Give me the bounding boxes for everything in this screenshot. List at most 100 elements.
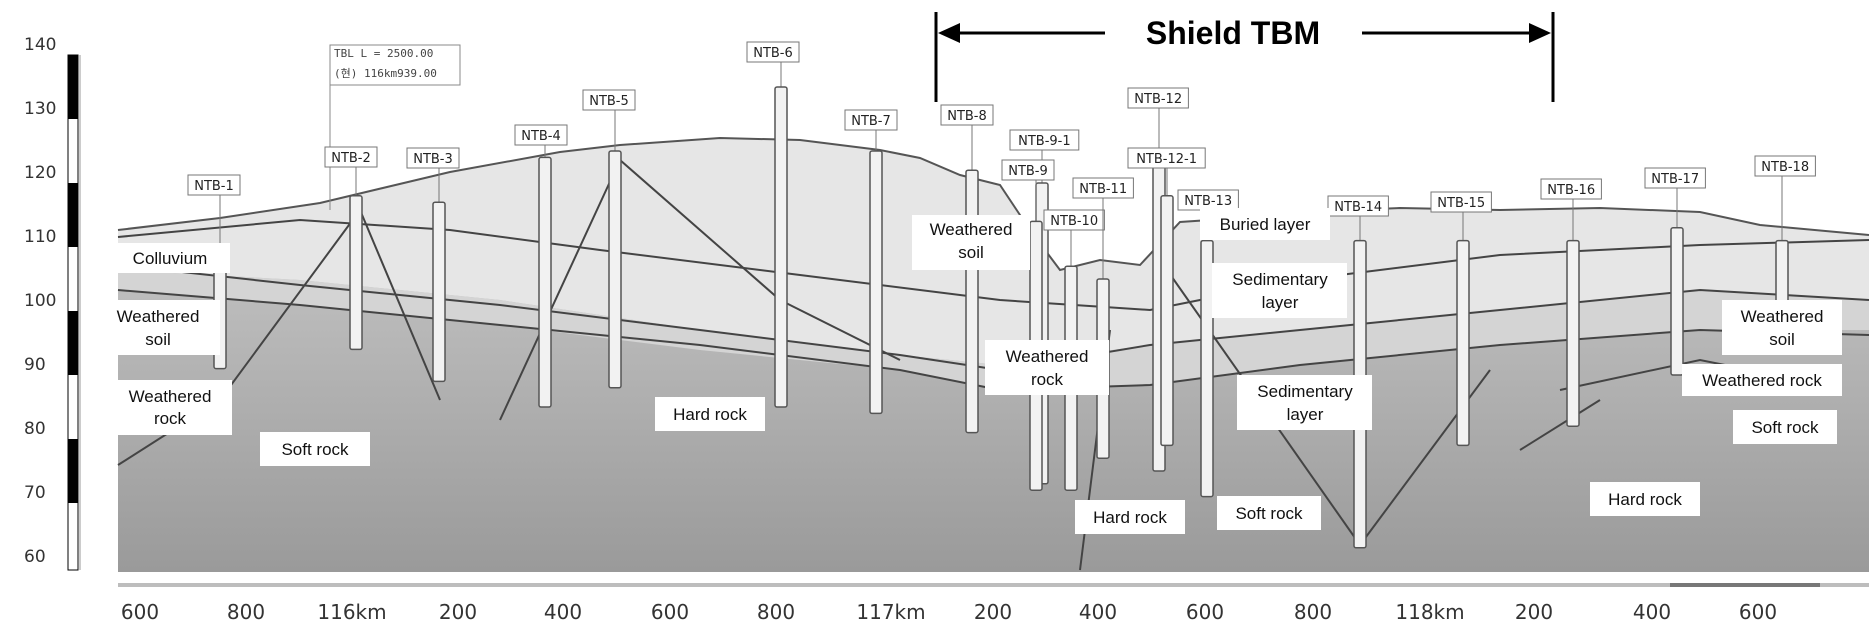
borehole-tag-box [1127,147,1206,169]
x-tick-13: 200 [1515,600,1553,624]
borehole-ntb-4: NTB-4 [514,124,568,408]
borehole-tag-box [1430,191,1492,213]
borehole-tag-box [746,41,800,63]
y-tick-80: 80 [24,419,46,439]
borehole-tag: NTB-14 [1334,200,1382,215]
borehole-shaft [965,169,979,434]
svg-text:Colluvium: Colluvium [133,249,208,268]
borehole-shaft [1566,239,1580,427]
x-tick-15: 600 [1739,600,1777,624]
borehole-ntb-7: NTB-7 [844,109,898,415]
borehole-tag-box [324,146,378,168]
y-tick-70: 70 [24,483,46,503]
svg-text:Weathered: Weathered [930,220,1013,239]
x-tick-4: 400 [544,600,582,624]
label-buried-layer: Buried layer [1200,208,1330,240]
x-tick-3: 200 [439,600,477,624]
note-line-1: TBL L = 2500.00 [334,47,433,60]
label-sedimentary-1: Sedimentary layer [1212,263,1347,318]
borehole-tag: NTB-9 [1008,164,1048,179]
label-hard-rock-3: Hard rock [1590,482,1700,516]
svg-text:layer: layer [1262,293,1299,312]
y-tick-100: 100 [24,291,56,311]
y-tick-130: 130 [24,99,56,119]
borehole-tag-box [187,174,241,196]
chainage-note: TBL L = 2500.00 (현) 116km939.00 [329,44,461,210]
borehole-tag-box [1009,129,1080,151]
svg-text:Buried layer: Buried layer [1220,215,1311,234]
svg-text:rock: rock [154,409,187,428]
borehole-tag-box [1072,177,1134,199]
borehole-ntb-5: NTB-5 [582,89,636,389]
label-soft-rock-3: Soft rock [1733,410,1837,444]
x-tick-9: 400 [1079,600,1117,624]
svg-text:Sedimentary: Sedimentary [1232,270,1328,289]
x-tick-1: 800 [227,600,265,624]
borehole-ntb-18: NTB-18 [1754,155,1816,312]
label-colluvium: Colluvium [110,243,230,273]
borehole-ntb-6: NTB-6 [746,41,800,408]
shield-tbm-title: Shield TBM [1146,15,1320,51]
label-weathered-soil-3: Weathered soil [1722,300,1842,355]
svg-text:Sedimentary: Sedimentary [1257,382,1353,401]
borehole-tag-box [1127,87,1189,109]
borehole-shaft [538,156,552,408]
borehole-shaft [608,150,622,389]
x-tick-7: 117km [856,600,925,624]
x-tick-2: 116km [317,600,386,624]
label-weathered-rock-1: Weathered rock [110,380,232,435]
svg-text:layer: layer [1287,405,1324,424]
label-hard-rock-2: Hard rock [1075,500,1185,534]
borehole-tag: NTB-3 [413,152,453,167]
svg-text:soil: soil [958,243,984,262]
shield-tbm-span: Shield TBM [934,12,1555,102]
borehole-tag-box [844,109,898,131]
svg-text:rock: rock [1031,370,1064,389]
borehole-tag-box [940,104,994,126]
borehole-tag: NTB-1 [194,179,234,194]
borehole-tag-box [406,147,460,169]
borehole-shaft [869,150,883,415]
borehole-ntb-15: NTB-15 [1430,191,1492,447]
x-tick-11: 800 [1294,600,1332,624]
label-weathered-rock-2: Weathered rock [985,340,1109,395]
borehole-tag: NTB-7 [851,114,891,129]
borehole-shaft [774,86,788,408]
label-weathered-rock-3: Weathered rock [1682,364,1842,396]
label-weathered-soil-2: Weathered soil [912,215,1030,270]
x-tick-6: 800 [757,600,795,624]
borehole-tag: NTB-11 [1079,182,1127,197]
x-tick-14: 400 [1633,600,1671,624]
borehole-shaft [432,201,446,383]
svg-text:Soft rock: Soft rock [281,440,349,459]
borehole-tag-box [1540,178,1602,200]
svg-text:Soft rock: Soft rock [1751,418,1819,437]
y-axis: 140 130 120 110 100 90 80 70 60 [24,35,81,571]
svg-text:Hard rock: Hard rock [1093,508,1167,527]
borehole-tag: NTB-13 [1184,194,1232,209]
borehole-tag-box [1043,209,1105,231]
y-tick-90: 90 [24,355,46,375]
borehole-shaft [1200,239,1214,498]
borehole-ntb-13: NTB-13 [1177,189,1239,498]
borehole-tag-box [1754,155,1816,177]
borehole-ntb-17: NTB-17 [1644,167,1706,376]
y-tick-110: 110 [24,227,56,247]
borehole-tag-box [1001,159,1055,181]
borehole-shaft [1160,195,1174,447]
svg-text:Weathered: Weathered [1741,307,1824,326]
borehole-tag: NTB-15 [1437,196,1485,211]
borehole-tag: NTB-12-1 [1136,152,1197,167]
svg-text:Weathered rock: Weathered rock [1702,371,1822,390]
label-sedimentary-2: Sedimentary layer [1237,375,1372,430]
borehole-shaft [1456,239,1470,447]
borehole-tag: NTB-10 [1050,214,1098,229]
borehole-tag: NTB-18 [1761,160,1809,175]
x-tick-0: 600 [121,600,159,624]
borehole-ntb-2: NTB-2 [324,146,378,351]
borehole-ntb-3: NTB-3 [406,147,460,383]
borehole-tag-box [1327,195,1389,217]
x-tick-8: 200 [974,600,1012,624]
borehole-ntb-16: NTB-16 [1540,178,1602,427]
